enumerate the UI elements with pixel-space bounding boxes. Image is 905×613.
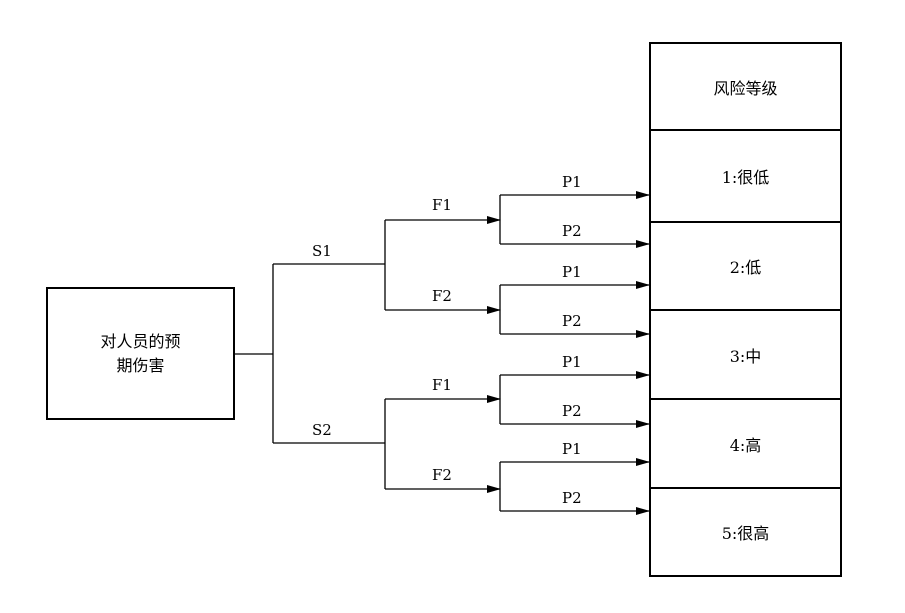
risk-level-2: 2:低 [649, 221, 842, 311]
p-label-8: P2 [562, 489, 582, 507]
p-label-6: P2 [562, 402, 582, 420]
root-node: 对人员的预 期伤害 [46, 287, 235, 420]
risk-header: 风险等级 [649, 42, 842, 131]
root-label-line2: 期伤害 [116, 355, 165, 375]
p-label-5: P1 [562, 353, 582, 371]
p-label-3: P1 [562, 263, 582, 281]
p-label-1: P1 [562, 173, 582, 191]
risk-level-5: 5:很高 [649, 487, 842, 577]
risk-level-4: 4:高 [649, 398, 842, 489]
s1-label: S1 [312, 242, 332, 260]
f-label-4: F2 [432, 466, 452, 484]
f-label-1: F1 [432, 196, 452, 214]
risk-level-table: 风险等级 1:很低 2:低 3:中 4:高 5:很高 [649, 42, 842, 577]
p-label-4: P2 [562, 312, 582, 330]
f-label-2: F2 [432, 287, 452, 305]
risk-level-1: 1:很低 [649, 129, 842, 223]
s2-label: S2 [312, 421, 332, 439]
p-label-2: P2 [562, 222, 582, 240]
p-label-7: P1 [562, 440, 582, 458]
risk-level-3: 3:中 [649, 309, 842, 400]
f-label-3: F1 [432, 376, 452, 394]
root-label-line1: 对人员的预 [100, 331, 181, 351]
